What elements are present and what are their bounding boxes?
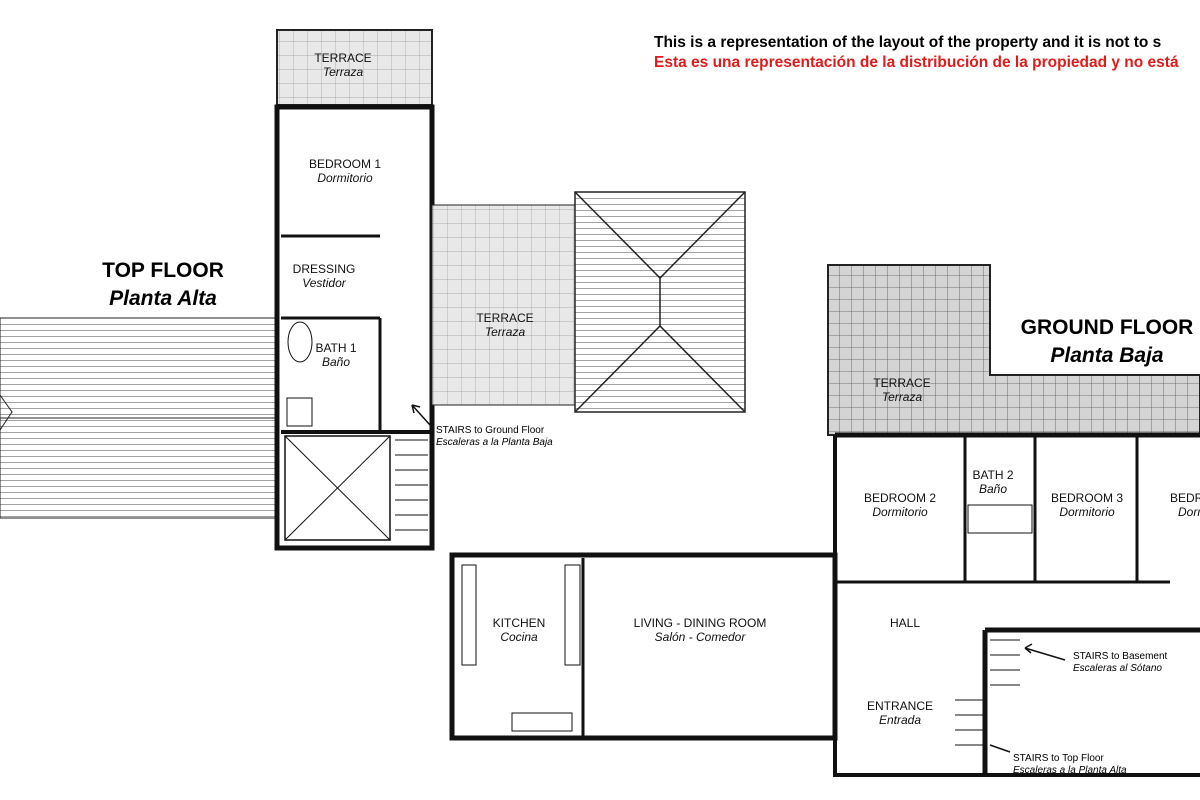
- room-label-es: Dormitorio: [1059, 504, 1115, 519]
- room-label-es: Dormitorio: [872, 504, 928, 519]
- room-label-es: Terraza: [322, 64, 364, 79]
- note-es: Escaleras al Sótano: [1073, 663, 1162, 674]
- room-label: BATH 2: [972, 468, 1014, 482]
- top-floor-title-es: Planta Alta: [109, 287, 217, 311]
- room-label: DRESSING: [292, 262, 356, 276]
- top-terrace-area: [276, 29, 433, 106]
- ground-floor-title: GROUND FLOOR Planta Baja: [1021, 314, 1194, 371]
- room-label: TERRACE: [314, 51, 372, 65]
- note-es: Escaleras a la Planta Alta: [1013, 765, 1127, 776]
- room-label: ENTRANCE: [866, 699, 934, 713]
- hip-roof: [574, 191, 746, 413]
- annotation-arrows: [411, 404, 1066, 753]
- room-label: BEDROOM 1: [308, 157, 382, 171]
- room-label: TERRACE: [476, 311, 534, 325]
- room-label-es: Cocina: [500, 629, 538, 644]
- ground-floor-title-en: GROUND FLOOR: [1020, 316, 1194, 339]
- room-label-es: Baño: [978, 481, 1008, 496]
- room-label: HALL: [889, 616, 921, 630]
- room-label-es: Salón - Comedor: [654, 629, 746, 644]
- room-label-es: Dorm: [1178, 504, 1200, 519]
- note-en: STAIRS to Basement: [1073, 651, 1168, 662]
- note-es: Escaleras a la Planta Baja: [436, 437, 553, 448]
- room-label: BEDROOM 2: [863, 491, 937, 505]
- room-label: BEDROOM 3: [1050, 491, 1124, 505]
- top-floor-title: TOP FLOOR Planta Alta: [102, 257, 224, 314]
- room-label-es: Vestidor: [302, 275, 346, 290]
- room-bedroom-4: BEDRDorm: [1170, 491, 1200, 520]
- room-label: KITCHEN: [492, 616, 546, 630]
- room-label-es: Dormitorio: [317, 170, 373, 185]
- disclaimer-spanish: Esta es una representación de la distrib…: [654, 54, 1179, 71]
- room-label-es: Entrada: [878, 712, 922, 727]
- note-en: STAIRS to Top Floor: [1013, 753, 1104, 764]
- disclaimer-english: This is a representation of the layout o…: [654, 34, 1162, 51]
- room-label: TERRACE: [873, 376, 931, 390]
- top-floor-title-en: TOP FLOOR: [102, 259, 224, 282]
- room-label: BATH 1: [315, 341, 357, 355]
- room-label: BEDR: [1170, 491, 1200, 505]
- left-roof: [0, 317, 278, 519]
- room-label-es: Baño: [321, 354, 351, 369]
- disclaimer: This is a representation of the layout o…: [654, 33, 1179, 73]
- room-label-es: Terraza: [484, 324, 526, 339]
- ground-floor-walls: [449, 432, 1200, 777]
- room-label-es: Terraza: [881, 389, 923, 404]
- room-label: LIVING - DINING ROOM: [633, 616, 767, 630]
- ground-terrace-area: [827, 264, 1200, 436]
- ground-floor-title-es: Planta Baja: [1050, 344, 1164, 368]
- middle-terrace-area: [431, 204, 576, 406]
- room-hall: HALL: [889, 616, 921, 631]
- note-en: STAIRS to Ground Floor: [436, 425, 545, 436]
